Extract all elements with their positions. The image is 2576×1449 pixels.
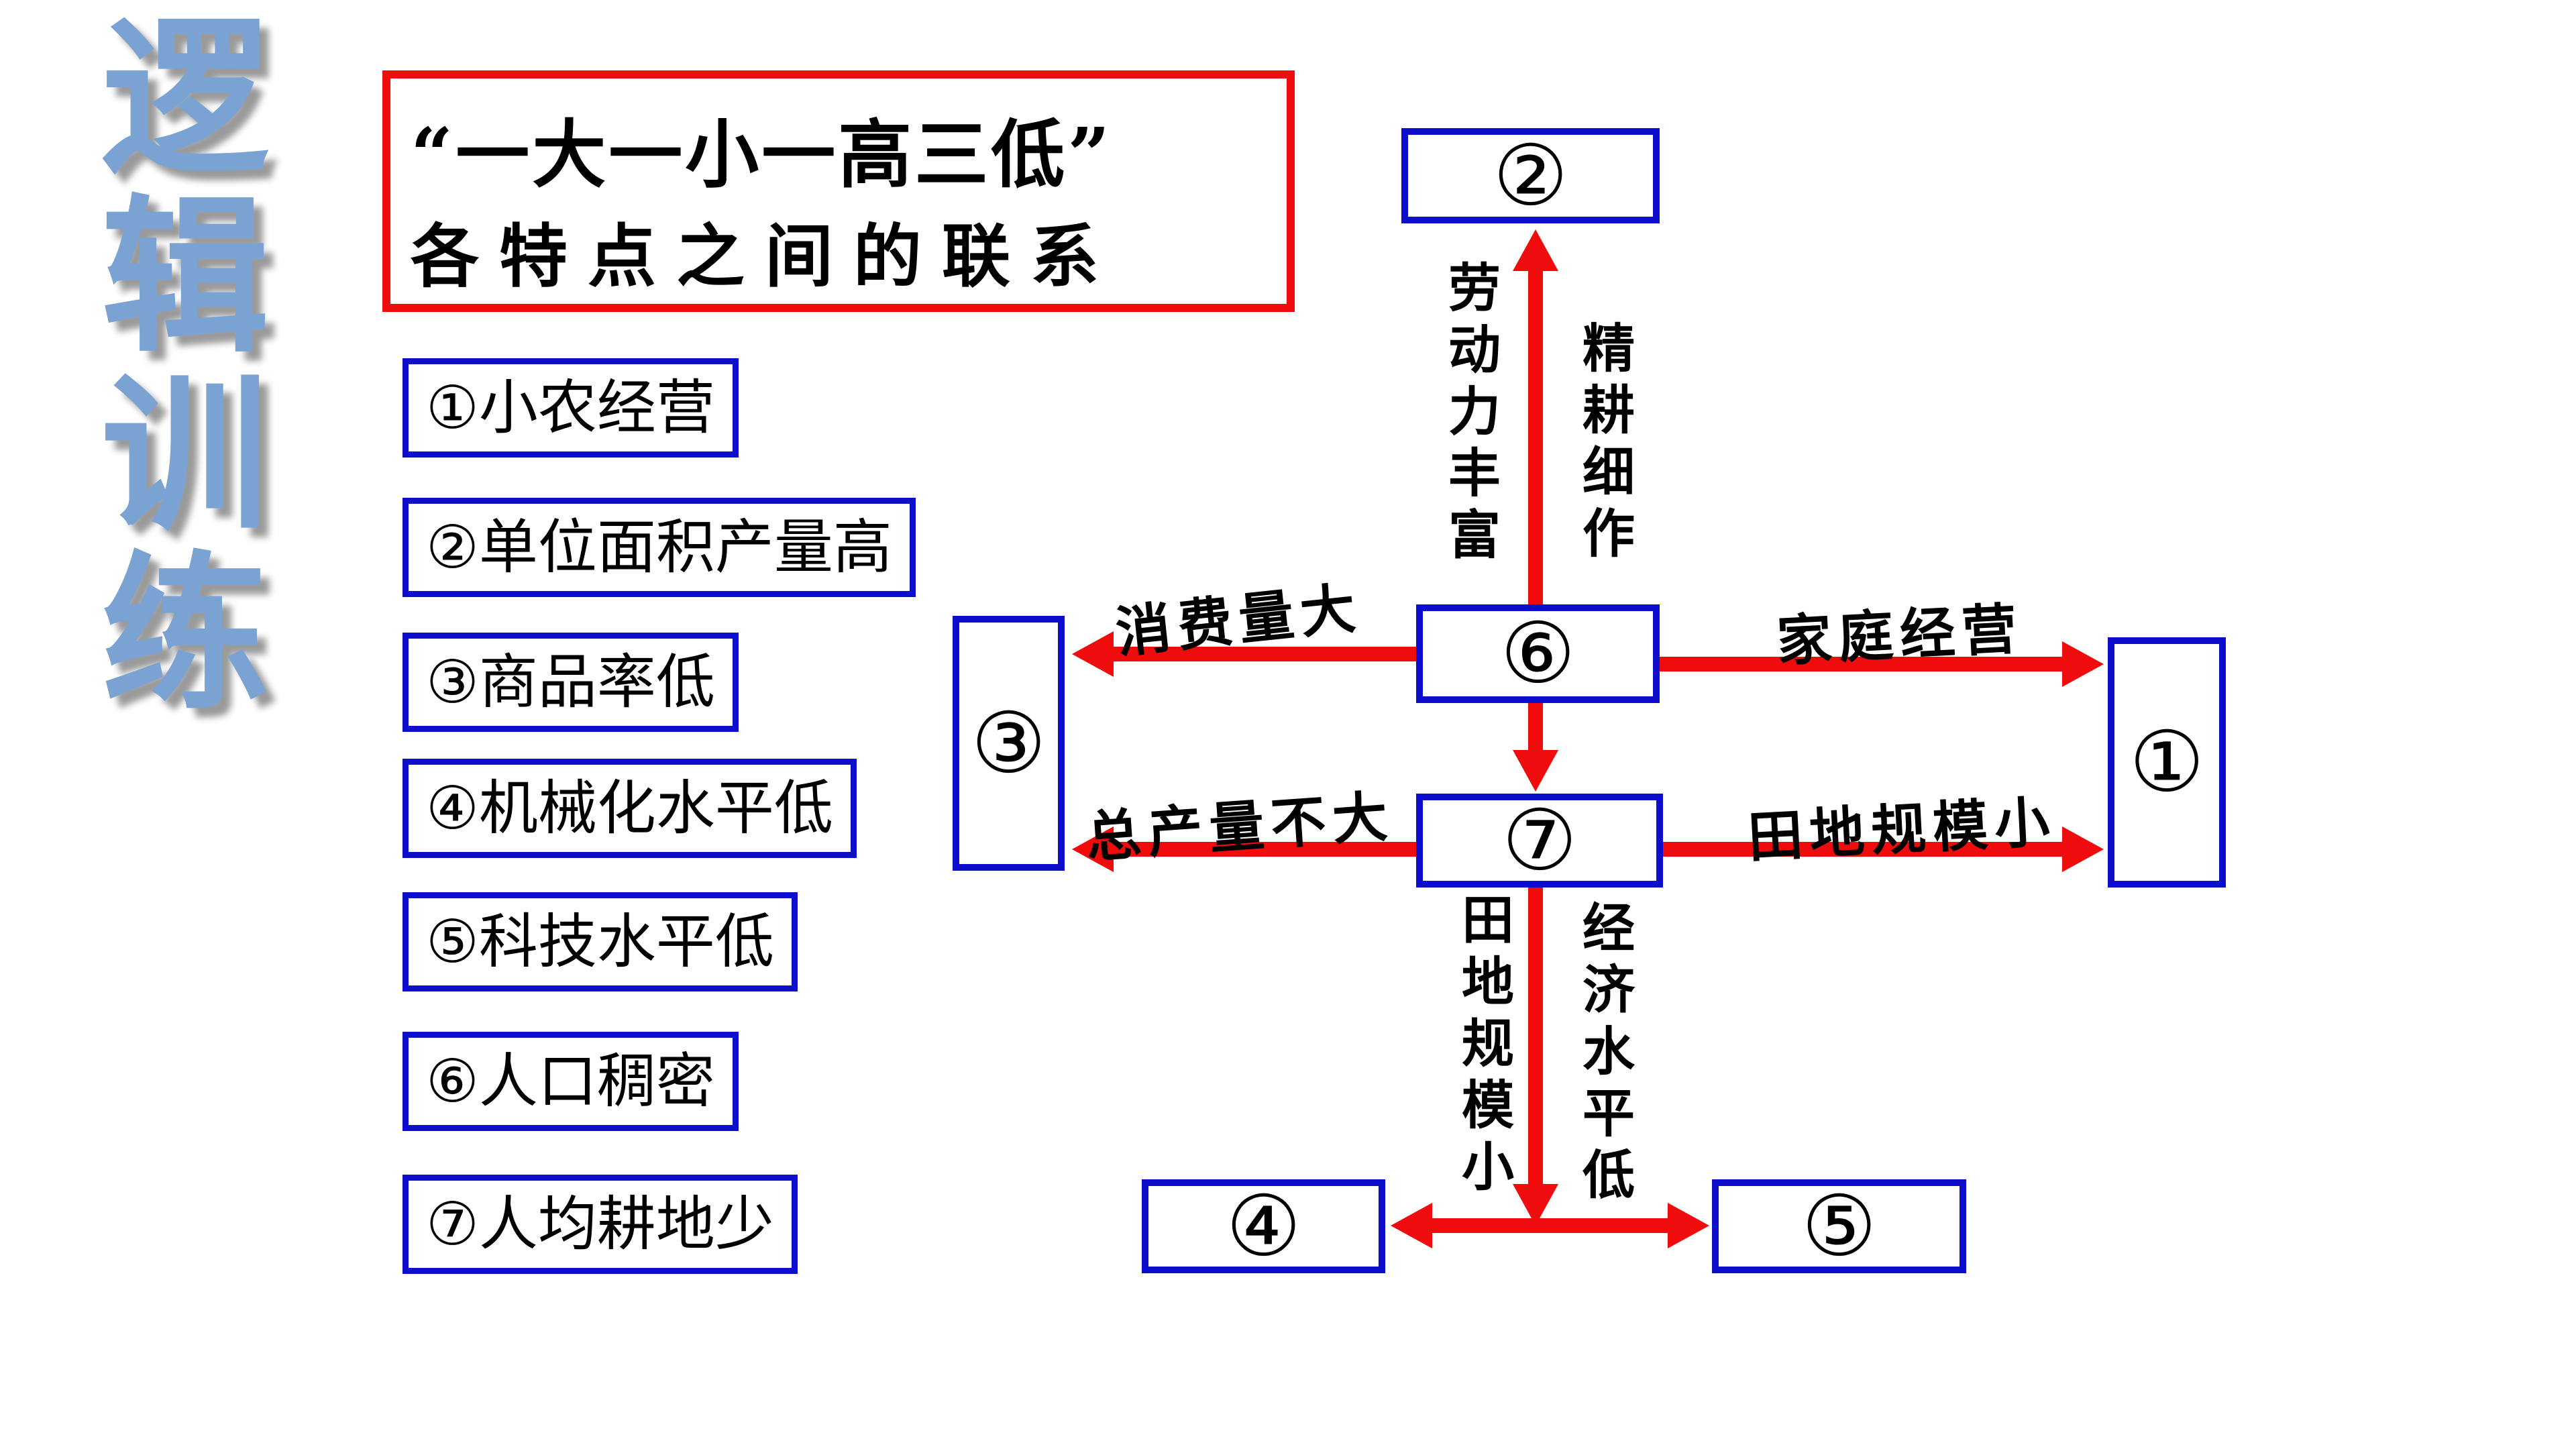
edge-label-total-output-small: 总产量不大 — [1083, 784, 1397, 870]
edge-label-family-operation: 家庭经营 — [1775, 596, 2025, 674]
arrow-7-to-1-head-icon — [2062, 826, 2104, 872]
node-box-4: ④ — [1142, 1178, 1385, 1275]
title-line-1: “一大一小一高三低” — [411, 111, 1113, 198]
arrow-7-to-1-shaft — [1663, 842, 2065, 857]
node-box-5: ⑤ — [1712, 1178, 1966, 1275]
node-box-3: ③ — [953, 616, 1065, 871]
arrow-6-to-3-head-icon — [1072, 631, 1114, 677]
side-title: 逻辑训练 — [72, 9, 270, 723]
arrow-6-to-2-shaft — [1528, 268, 1543, 604]
arrow-4-to-5-left-head-icon — [1391, 1203, 1432, 1248]
legend-item-4: ④机械化水平低 — [402, 759, 857, 858]
node-box-2: ② — [1401, 127, 1660, 225]
arrow-7-down-shaft — [1528, 888, 1543, 1187]
arrow-6-to-1-head-icon — [2062, 641, 2104, 687]
legend-item-2: ②单位面积产量高 — [402, 498, 916, 597]
legend-item-6: ⑥人口稠密 — [402, 1032, 739, 1131]
edge-label-economic-level-low: 经济水平低 — [1574, 900, 1635, 1209]
legend-item-7: ⑦人均耕地少 — [402, 1175, 798, 1274]
arrow-6-to-1-shaft — [1660, 657, 2065, 672]
arrow-4-to-5-right-head-icon — [1668, 1203, 1709, 1248]
legend-item-5: ⑤科技水平低 — [402, 892, 798, 991]
legend-item-3: ③商品率低 — [402, 633, 739, 732]
title-box: “一大一小一高三低” 各特点之间的联系 — [382, 70, 1295, 312]
edge-label-labor-abundant: 劳动力丰富 — [1440, 260, 1501, 569]
node-box-6: ⑥ — [1416, 604, 1660, 703]
title-line-2: 各特点之间的联系 — [411, 217, 1119, 297]
arrow-4-to-5-shaft — [1429, 1218, 1672, 1233]
arrow-7-to-3-head-icon — [1072, 826, 1114, 872]
arrow-6-to-7-head-icon — [1513, 750, 1558, 792]
edge-label-intensive-farming: 精耕细作 — [1574, 321, 1635, 568]
legend-item-1: ①小农经营 — [402, 358, 739, 458]
arrow-7-to-3-shaft — [1110, 842, 1416, 857]
edge-label-field-scale-small-vertical: 田地规模小 — [1453, 892, 1514, 1201]
arrow-6-to-3-shaft — [1110, 647, 1416, 661]
node-box-7: ⑦ — [1416, 792, 1663, 890]
edge-label-field-scale-small: 田地规模小 — [1746, 790, 2058, 870]
node-box-1: ① — [2108, 637, 2226, 888]
arrow-6-to-7-shaft — [1528, 703, 1543, 753]
arrow-6-to-2-head-icon — [1513, 229, 1558, 271]
